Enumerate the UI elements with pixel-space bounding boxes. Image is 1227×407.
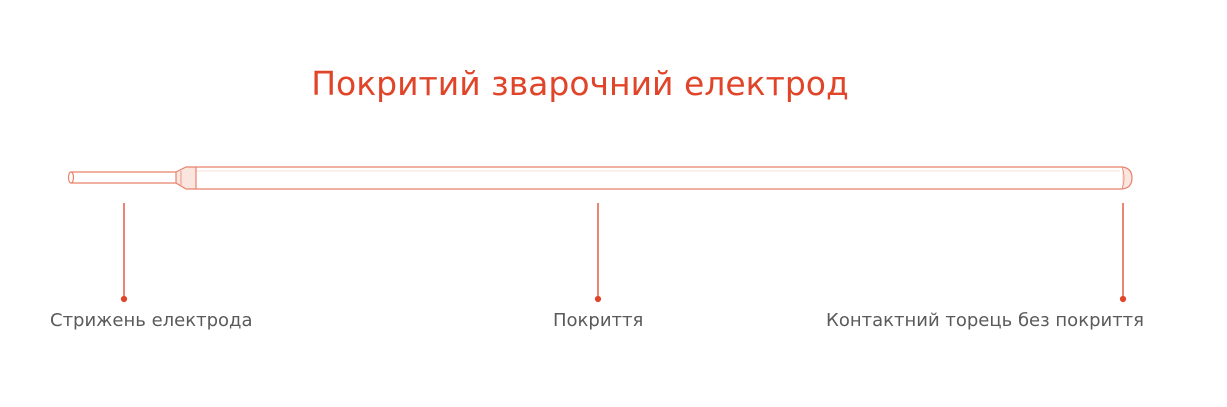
electrode-contact-end xyxy=(1121,166,1133,190)
electrode-core-rod xyxy=(67,171,176,184)
leader-line-core xyxy=(120,203,128,303)
leader-line-contact-end xyxy=(1119,203,1127,303)
leader-line-coating xyxy=(594,203,602,303)
label-electrode-core: Стрижень електрода xyxy=(50,310,253,331)
electrode-coated-body xyxy=(196,166,1122,190)
diagram-title: Покритий зварочний електрод xyxy=(311,64,849,103)
label-contact-end: Контактний торець без покриття xyxy=(826,310,1144,331)
coating-taper xyxy=(175,166,197,190)
label-coating: Покриття xyxy=(553,310,644,331)
